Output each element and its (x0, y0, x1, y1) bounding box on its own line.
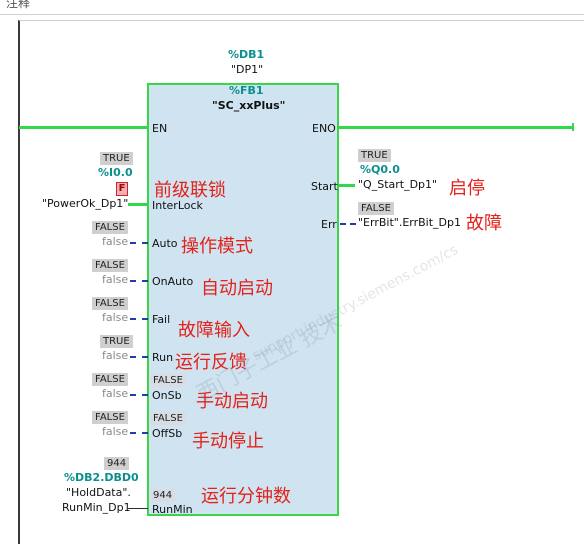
pin-err: Err (321, 218, 337, 231)
runmin-tag-member[interactable]: RunMin_Dp1 (62, 501, 131, 514)
power-rail-right-segment (339, 126, 574, 129)
onauto-status-badge: FALSE (92, 259, 128, 272)
power-rail-left-segment (19, 126, 148, 129)
annotation-fail: 故障输入 (178, 320, 250, 341)
annotation-auto: 操作模式 (181, 236, 253, 257)
run-status-badge: TRUE (100, 335, 133, 348)
fb-number: %FB1 (229, 84, 264, 97)
pin-auto: Auto (152, 237, 178, 250)
onsb-wire (130, 394, 148, 396)
function-block-box[interactable] (147, 83, 339, 516)
auto-wire (130, 242, 148, 244)
annotation-onauto: 自动启动 (201, 278, 273, 299)
offsb-value[interactable]: false (102, 425, 129, 438)
fail-value[interactable]: false (102, 311, 129, 324)
interlock-wire (128, 203, 148, 206)
fb-name[interactable]: "SC_xxPlus" (212, 99, 286, 112)
runmin-wire (128, 508, 148, 509)
start-status-badge: TRUE (358, 149, 391, 162)
ladder-network (18, 20, 584, 544)
comment-divider (0, 14, 584, 15)
pin-en: EN (152, 122, 168, 135)
start-tag[interactable]: "Q_Start_Dp1" (358, 178, 438, 191)
annotation-runmin: 运行分钟数 (201, 486, 291, 507)
interlock-address: %I0.0 (98, 166, 133, 179)
annotation-start: 启停 (449, 178, 485, 199)
pin-eno: ENO (312, 122, 336, 135)
offsb-wire (130, 432, 148, 434)
run-wire (130, 356, 148, 358)
onauto-value[interactable]: false (102, 273, 129, 286)
annotation-offsb: 手动停止 (192, 431, 264, 452)
pin-interlock: InterLock (152, 199, 203, 212)
pin-run: Run (152, 351, 174, 364)
annotation-interlock: 前级联锁 (154, 180, 226, 201)
start-wire (339, 184, 355, 187)
instance-db-address: %DB1 (228, 48, 265, 61)
run-value[interactable]: false (102, 349, 129, 362)
fail-status-badge: FALSE (92, 297, 128, 310)
interlock-tag[interactable]: "PowerOk_Dp1" (42, 197, 129, 210)
err-tag[interactable]: "ErrBit".ErrBit_Dp1 (358, 216, 462, 229)
auto-status-badge: FALSE (92, 221, 128, 234)
pin-start: Start (311, 180, 338, 193)
start-address: %Q0.0 (360, 163, 400, 176)
interlock-status-badge: TRUE (100, 152, 133, 165)
onsb-status-badge: FALSE (92, 373, 128, 386)
fail-wire (130, 318, 148, 320)
rung-end-marker (572, 123, 574, 131)
runmin-status-badge: 944 (104, 457, 130, 470)
instance-db-name[interactable]: "DP1" (231, 63, 264, 76)
pin-onsb: OnSb (152, 389, 182, 402)
annotation-err: 故障 (466, 213, 502, 234)
pin-runmin: RunMin (152, 503, 193, 516)
pin-fail: Fail (152, 313, 171, 326)
err-wire (340, 223, 356, 225)
network-comment[interactable]: 注释 (6, 0, 31, 10)
pin-offsb: OffSb (152, 427, 183, 440)
pin-onauto: OnAuto (152, 275, 194, 288)
runmin-inner-status: 944 (150, 489, 176, 502)
annotation-onsb: 手动启动 (196, 391, 268, 412)
runmin-tag-db[interactable]: "HoldData". (66, 486, 131, 499)
network-comment-bar[interactable] (0, 0, 584, 18)
offsb-inner-status: FALSE (150, 412, 186, 425)
offsb-status-badge: FALSE (92, 411, 128, 424)
force-flag-icon: F (116, 182, 128, 196)
runmin-address: %DB2.DBD0 (64, 471, 139, 484)
err-status-badge: FALSE (358, 202, 394, 215)
annotation-run: 运行反馈 (175, 352, 247, 373)
auto-value[interactable]: false (102, 235, 129, 248)
onsb-inner-status: FALSE (150, 374, 186, 387)
onauto-wire (130, 280, 148, 282)
onsb-value[interactable]: false (102, 387, 129, 400)
